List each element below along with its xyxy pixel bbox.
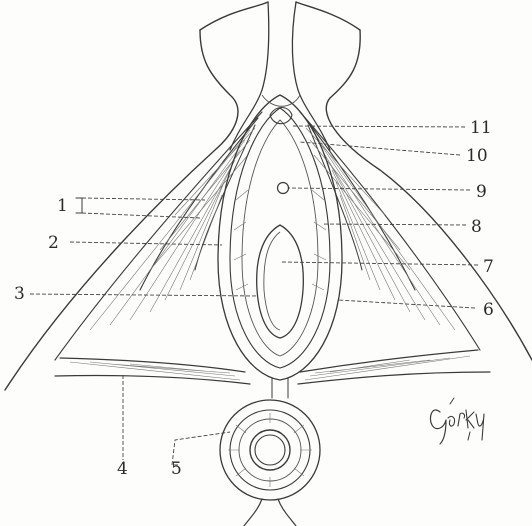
label-5: 5 (171, 459, 182, 479)
label-7: 7 (483, 257, 494, 277)
label-4: 4 (117, 459, 128, 479)
label-1: 1 (57, 196, 68, 216)
labels: 1 2 3 4 5 6 7 8 9 10 11 (14, 118, 494, 479)
anal-sphincter (220, 378, 320, 526)
label-11: 11 (470, 118, 492, 138)
central-ovals (218, 95, 342, 380)
label-8: 8 (471, 217, 482, 237)
leader-lines (30, 126, 478, 465)
right-muscle-fan (300, 112, 480, 350)
label-10: 10 (466, 146, 488, 166)
label-2: 2 (48, 233, 59, 253)
label-3: 3 (14, 284, 25, 304)
artist-signature (430, 398, 484, 444)
body-outline (5, 2, 532, 390)
label-6: 6 (483, 300, 494, 320)
label-9: 9 (476, 182, 487, 202)
